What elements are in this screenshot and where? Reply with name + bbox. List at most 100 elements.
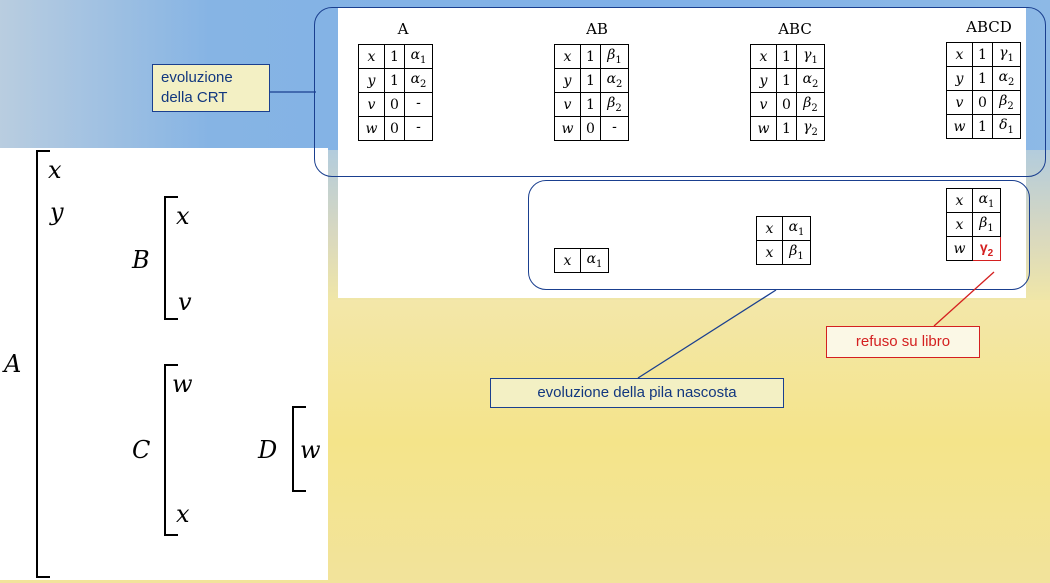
scope-bracket-c	[164, 364, 178, 536]
scope-label-a: A	[4, 350, 22, 378]
scope-label-c: C	[132, 436, 151, 464]
var-x-in-c: x	[176, 500, 190, 528]
table-cell: x	[756, 240, 783, 265]
table-cell: x	[946, 212, 973, 237]
table-cell: α1	[972, 188, 1001, 213]
stack-callout-text: evoluzione della pila nascosta	[537, 384, 737, 401]
cell-text: 1	[811, 54, 818, 66]
cell-text: β	[607, 47, 616, 64]
table-cell: 0	[580, 116, 601, 141]
var-y-in-a: y	[50, 198, 64, 226]
table-cell: 1	[972, 114, 993, 139]
scope-bracket-d	[292, 406, 306, 492]
table-cell: β2	[992, 90, 1021, 115]
table-cell: v	[554, 92, 581, 117]
table-cell: v	[358, 92, 385, 117]
table-cell: x	[750, 44, 777, 69]
table-cell: γ1	[796, 44, 825, 69]
scope-label-d: D	[258, 436, 278, 464]
cell-text: γ	[803, 119, 812, 136]
cell-text: 2	[811, 102, 818, 114]
table-cell: γ2	[796, 116, 825, 141]
table-cell: w	[750, 116, 777, 141]
table-cell: 1	[580, 68, 601, 93]
crt-title-abcd: ABCD	[966, 18, 1012, 36]
table-cell: -	[404, 92, 433, 117]
table-cell: α2	[600, 68, 629, 93]
table-cell: v	[946, 90, 973, 115]
cell-text: -	[416, 95, 421, 112]
table-cell: w	[946, 236, 973, 261]
cell-text: 1	[988, 198, 995, 210]
table-cell: 0	[972, 90, 993, 115]
table-cell: 1	[776, 44, 797, 69]
table-cell: 1	[972, 66, 993, 91]
var-w-in-c: w	[172, 370, 193, 398]
table-cell: -	[600, 116, 629, 141]
crt-title-ab: AB	[586, 20, 608, 38]
scope-bracket-b	[164, 196, 178, 320]
table-cell: 1	[384, 44, 405, 69]
cell-text: β	[607, 95, 616, 112]
table-cell: α1	[580, 248, 609, 273]
table-cell: α2	[404, 68, 433, 93]
var-v-in-b: v	[178, 288, 192, 316]
cell-text: 2	[420, 78, 427, 90]
cell-text: γ	[803, 47, 812, 64]
cell-text: α	[606, 71, 617, 88]
cell-text: -	[612, 119, 617, 136]
crt-title-a: A	[397, 20, 409, 38]
cell-text: α	[998, 69, 1009, 86]
table-cell: 0	[776, 92, 797, 117]
cell-text: γ	[999, 45, 1008, 62]
hidden-stack-box	[528, 180, 1030, 290]
table-cell: x	[946, 188, 973, 213]
cell-text: 1	[1007, 52, 1014, 64]
table-cell: x	[756, 216, 783, 241]
table-cell: β2	[796, 92, 825, 117]
typo-callout: refuso su libro	[826, 326, 980, 358]
table-cell: 0	[384, 92, 405, 117]
table-cell: β1	[600, 44, 629, 69]
cell-text: 1	[798, 226, 805, 238]
table-cell: 1	[580, 92, 601, 117]
cell-text: β	[803, 95, 812, 112]
table-cell: y	[554, 68, 581, 93]
cell-text: α	[410, 71, 421, 88]
crt-title-abc: ABC	[778, 20, 812, 38]
table-cell: y	[750, 68, 777, 93]
cell-text: α	[788, 219, 799, 236]
stack-callout: evoluzione della pila nascosta	[490, 378, 784, 408]
scope-bracket-a	[36, 150, 50, 578]
table-cell: v	[750, 92, 777, 117]
table-cell: β2	[600, 92, 629, 117]
cell-text: 1	[797, 250, 804, 262]
cell-text: α	[802, 71, 813, 88]
table-cell: 0	[384, 116, 405, 141]
cell-text: 1	[596, 258, 603, 270]
table-cell: w	[358, 116, 385, 141]
cell-text: 1	[987, 222, 994, 234]
cell-text: β	[979, 215, 988, 232]
cell-text: α	[586, 251, 597, 268]
table-cell: δ1	[992, 114, 1021, 139]
cell-text: 2	[811, 126, 818, 138]
table-cell: α2	[992, 66, 1021, 91]
table-cell: y	[946, 66, 973, 91]
